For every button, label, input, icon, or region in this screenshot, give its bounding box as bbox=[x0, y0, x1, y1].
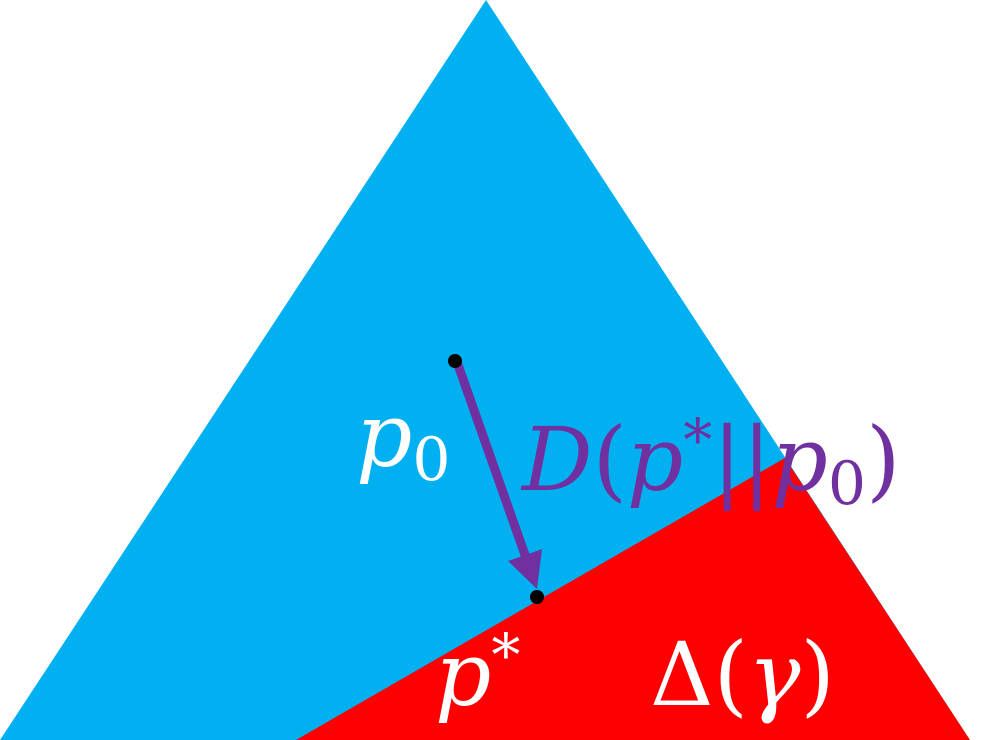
point-pstar bbox=[530, 590, 544, 604]
projection-arrow bbox=[452, 360, 542, 589]
constraint-region bbox=[296, 458, 970, 740]
label-region: Δ(γ) bbox=[650, 623, 835, 726]
label-divergence: D(p*||p0) bbox=[520, 406, 900, 519]
label-pstar: p* bbox=[435, 621, 520, 726]
point-p0 bbox=[448, 354, 462, 368]
label-p0: p0 bbox=[356, 384, 451, 495]
